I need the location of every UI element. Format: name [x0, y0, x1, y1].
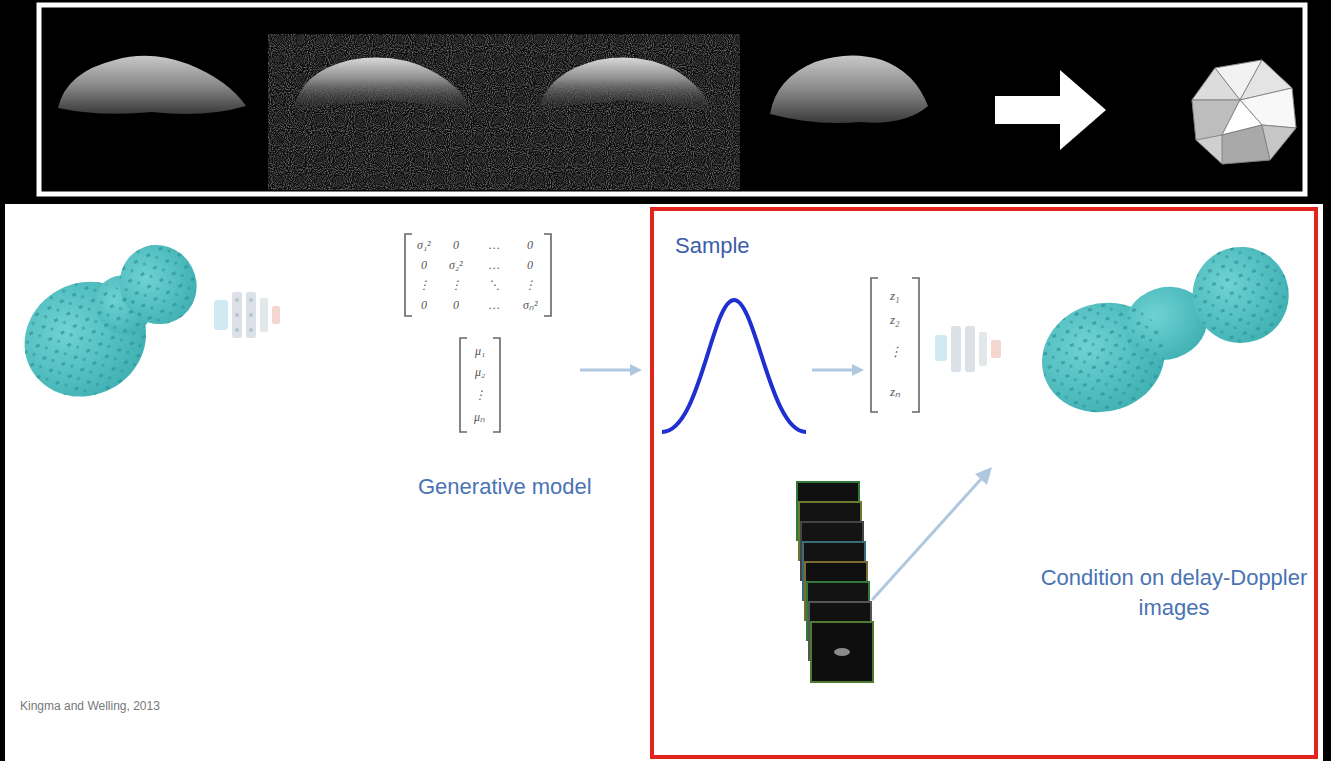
math-symbol: ⋮ [474, 389, 486, 403]
math-symbol: ⋮ [524, 279, 536, 293]
caption-text: Kingma and Welling, 2013 [20, 700, 160, 714]
math-symbol: … [489, 259, 500, 273]
math-symbol: μ₁ [475, 345, 485, 359]
math-symbol: z₁ [890, 289, 900, 304]
math-symbol: 0 [527, 239, 533, 253]
highlight-frame: Condition on delay-Doppler images [650, 207, 1318, 759]
math-symbol: 0 [421, 259, 427, 273]
math-symbol: σ₁² [417, 239, 431, 253]
math-symbol: ⋱ [488, 279, 500, 293]
math-symbol: 0 [453, 239, 459, 253]
math-symbol: … [489, 299, 500, 313]
math-symbol: zₙ [890, 385, 900, 400]
math-symbol: z₂ [890, 313, 900, 328]
math-symbol: μₙ [474, 411, 485, 425]
caption-text: Generative model [418, 474, 592, 499]
math-symbol: μ₂ [475, 366, 485, 380]
math-symbol: 0 [527, 259, 533, 273]
math-symbol: ⋮ [889, 345, 902, 360]
math-symbol: σ₂² [449, 259, 463, 273]
caption-text: Sample [675, 233, 750, 258]
math-symbol: … [489, 239, 500, 253]
math-symbol: 0 [421, 299, 427, 313]
math-symbol: ⋮ [418, 279, 430, 293]
math-symbol: σₙ² [523, 299, 538, 313]
frame-caption: Condition on delay-Doppler images [1034, 563, 1314, 622]
math-symbol: 0 [453, 299, 459, 313]
math-symbol: ⋮ [450, 279, 462, 293]
